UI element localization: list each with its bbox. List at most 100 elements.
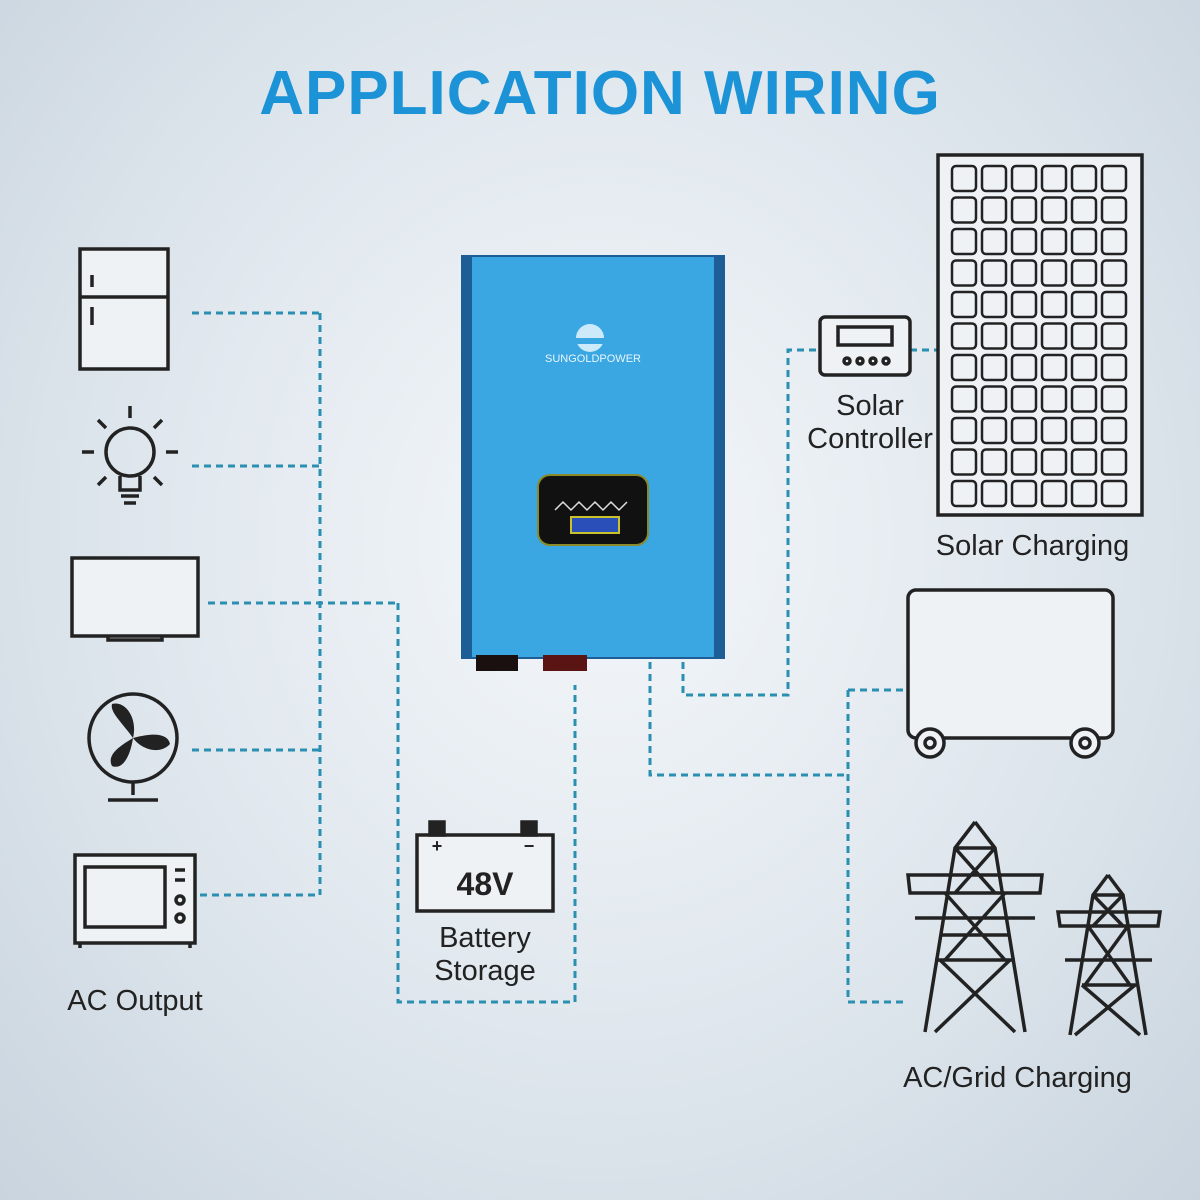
solar-cell	[950, 227, 978, 256]
solar-cell	[1100, 385, 1128, 413]
solar-cell	[1100, 479, 1128, 508]
inverter-lcd	[570, 516, 620, 534]
inverter: SUNGOLDPOWER	[461, 255, 725, 671]
battery-label-line2: Storage	[434, 955, 536, 987]
power-tower-small-icon	[1055, 873, 1163, 1037]
solar-cell	[950, 164, 978, 193]
solar-cell	[1070, 164, 1098, 193]
solar-cell	[950, 290, 978, 319]
solar-cell	[1100, 448, 1128, 476]
solar-cell	[1010, 164, 1038, 193]
solar-cell	[950, 448, 978, 476]
solar-cell	[1070, 479, 1098, 508]
solar-cell	[1100, 227, 1128, 256]
solar-cell	[1040, 416, 1068, 445]
solar-cell	[1040, 290, 1068, 319]
solar-cell	[1040, 322, 1068, 350]
power-tower-large-icon	[906, 820, 1044, 1034]
solar-cell	[1100, 259, 1128, 287]
svg-text:SUNGOLDPOWER: SUNGOLDPOWER	[545, 353, 641, 365]
solar-cell	[1070, 259, 1098, 287]
solar-cell	[980, 448, 1008, 476]
solar-cell	[1070, 227, 1098, 256]
solar-cell	[1040, 448, 1068, 476]
solar-cell	[950, 322, 978, 350]
grid-charging-label: AC/Grid Charging	[903, 1062, 1132, 1094]
solar-cell	[1010, 353, 1038, 382]
solar-cell	[980, 385, 1008, 413]
wire-grid	[648, 662, 905, 1004]
ac-output-label: AC Output	[67, 985, 203, 1017]
wire-ac-to-inverter	[396, 603, 577, 1004]
microwave-icon	[73, 853, 197, 948]
solar-cell	[980, 196, 1008, 224]
solar-cell	[1100, 196, 1128, 224]
solar-cell	[950, 353, 978, 382]
solar-cell	[1010, 259, 1038, 287]
solar-cell	[1010, 479, 1038, 508]
solar-cell	[950, 385, 978, 413]
solar-controller-icon	[818, 315, 912, 377]
solar-cell	[950, 259, 978, 287]
solar-charging-label: Solar Charging	[935, 530, 1130, 562]
solar-cell	[1010, 416, 1038, 445]
battery-voltage: 48V	[457, 866, 515, 902]
solar-panel-icon	[936, 153, 1144, 517]
generator-icon	[906, 588, 1115, 759]
solar-cell	[1010, 322, 1038, 350]
solar-cell	[1040, 227, 1068, 256]
solar-cell	[950, 196, 978, 224]
solar-cell	[980, 259, 1008, 287]
solar-cell	[1070, 353, 1098, 382]
solar-cell	[950, 416, 978, 445]
solar-cell	[980, 290, 1008, 319]
battery-storage-label: Battery Storage	[400, 922, 570, 988]
solar-cell	[1070, 416, 1098, 445]
solar-cell	[1070, 322, 1098, 350]
solar-cell	[1100, 164, 1128, 193]
solar-cell	[1010, 227, 1038, 256]
solar-controller-label: Solar Controller	[795, 390, 945, 456]
solar-cell	[1040, 164, 1068, 193]
fan-icon	[87, 692, 179, 802]
solar-cell	[1040, 353, 1068, 382]
page-title: APPLICATION WIRING	[259, 59, 941, 128]
solar-cell	[1070, 196, 1098, 224]
solar-cell	[980, 164, 1008, 193]
solar-cell	[1040, 259, 1068, 287]
solar-cell	[1010, 196, 1038, 224]
wire-solar-controller	[681, 348, 818, 697]
solar-cell	[1100, 290, 1128, 319]
solar-cell	[1040, 385, 1068, 413]
light-bulb-icon	[82, 406, 178, 505]
solar-cell	[1040, 479, 1068, 508]
solar-cell	[1070, 448, 1098, 476]
controller-label-line1: Solar	[836, 390, 904, 422]
solar-cell	[980, 353, 1008, 382]
battery-minus-icon: −	[524, 836, 535, 856]
battery-plus-icon: +	[432, 836, 443, 856]
solar-cell	[1010, 385, 1038, 413]
solar-cell	[1010, 290, 1038, 319]
tv-icon	[70, 556, 200, 642]
solar-cell	[1100, 416, 1128, 445]
solar-cell	[1040, 196, 1068, 224]
battery-terminal-negative	[476, 655, 518, 671]
solar-cell	[980, 479, 1008, 508]
solar-cell	[1100, 322, 1128, 350]
solar-cell	[980, 322, 1008, 350]
battery-label-line1: Battery	[439, 922, 531, 954]
solar-cell	[1070, 385, 1098, 413]
controller-label-line2: Controller	[807, 423, 933, 455]
solar-cell	[1070, 290, 1098, 319]
wires	[192, 311, 938, 1004]
fridge-icon	[78, 247, 170, 371]
solar-cell	[980, 416, 1008, 445]
inverter-display-panel	[537, 474, 649, 546]
solar-cell	[1100, 353, 1128, 382]
solar-cell	[950, 479, 978, 508]
battery-terminal-positive	[543, 655, 587, 671]
solar-cell	[1010, 448, 1038, 476]
battery-icon	[415, 820, 555, 913]
